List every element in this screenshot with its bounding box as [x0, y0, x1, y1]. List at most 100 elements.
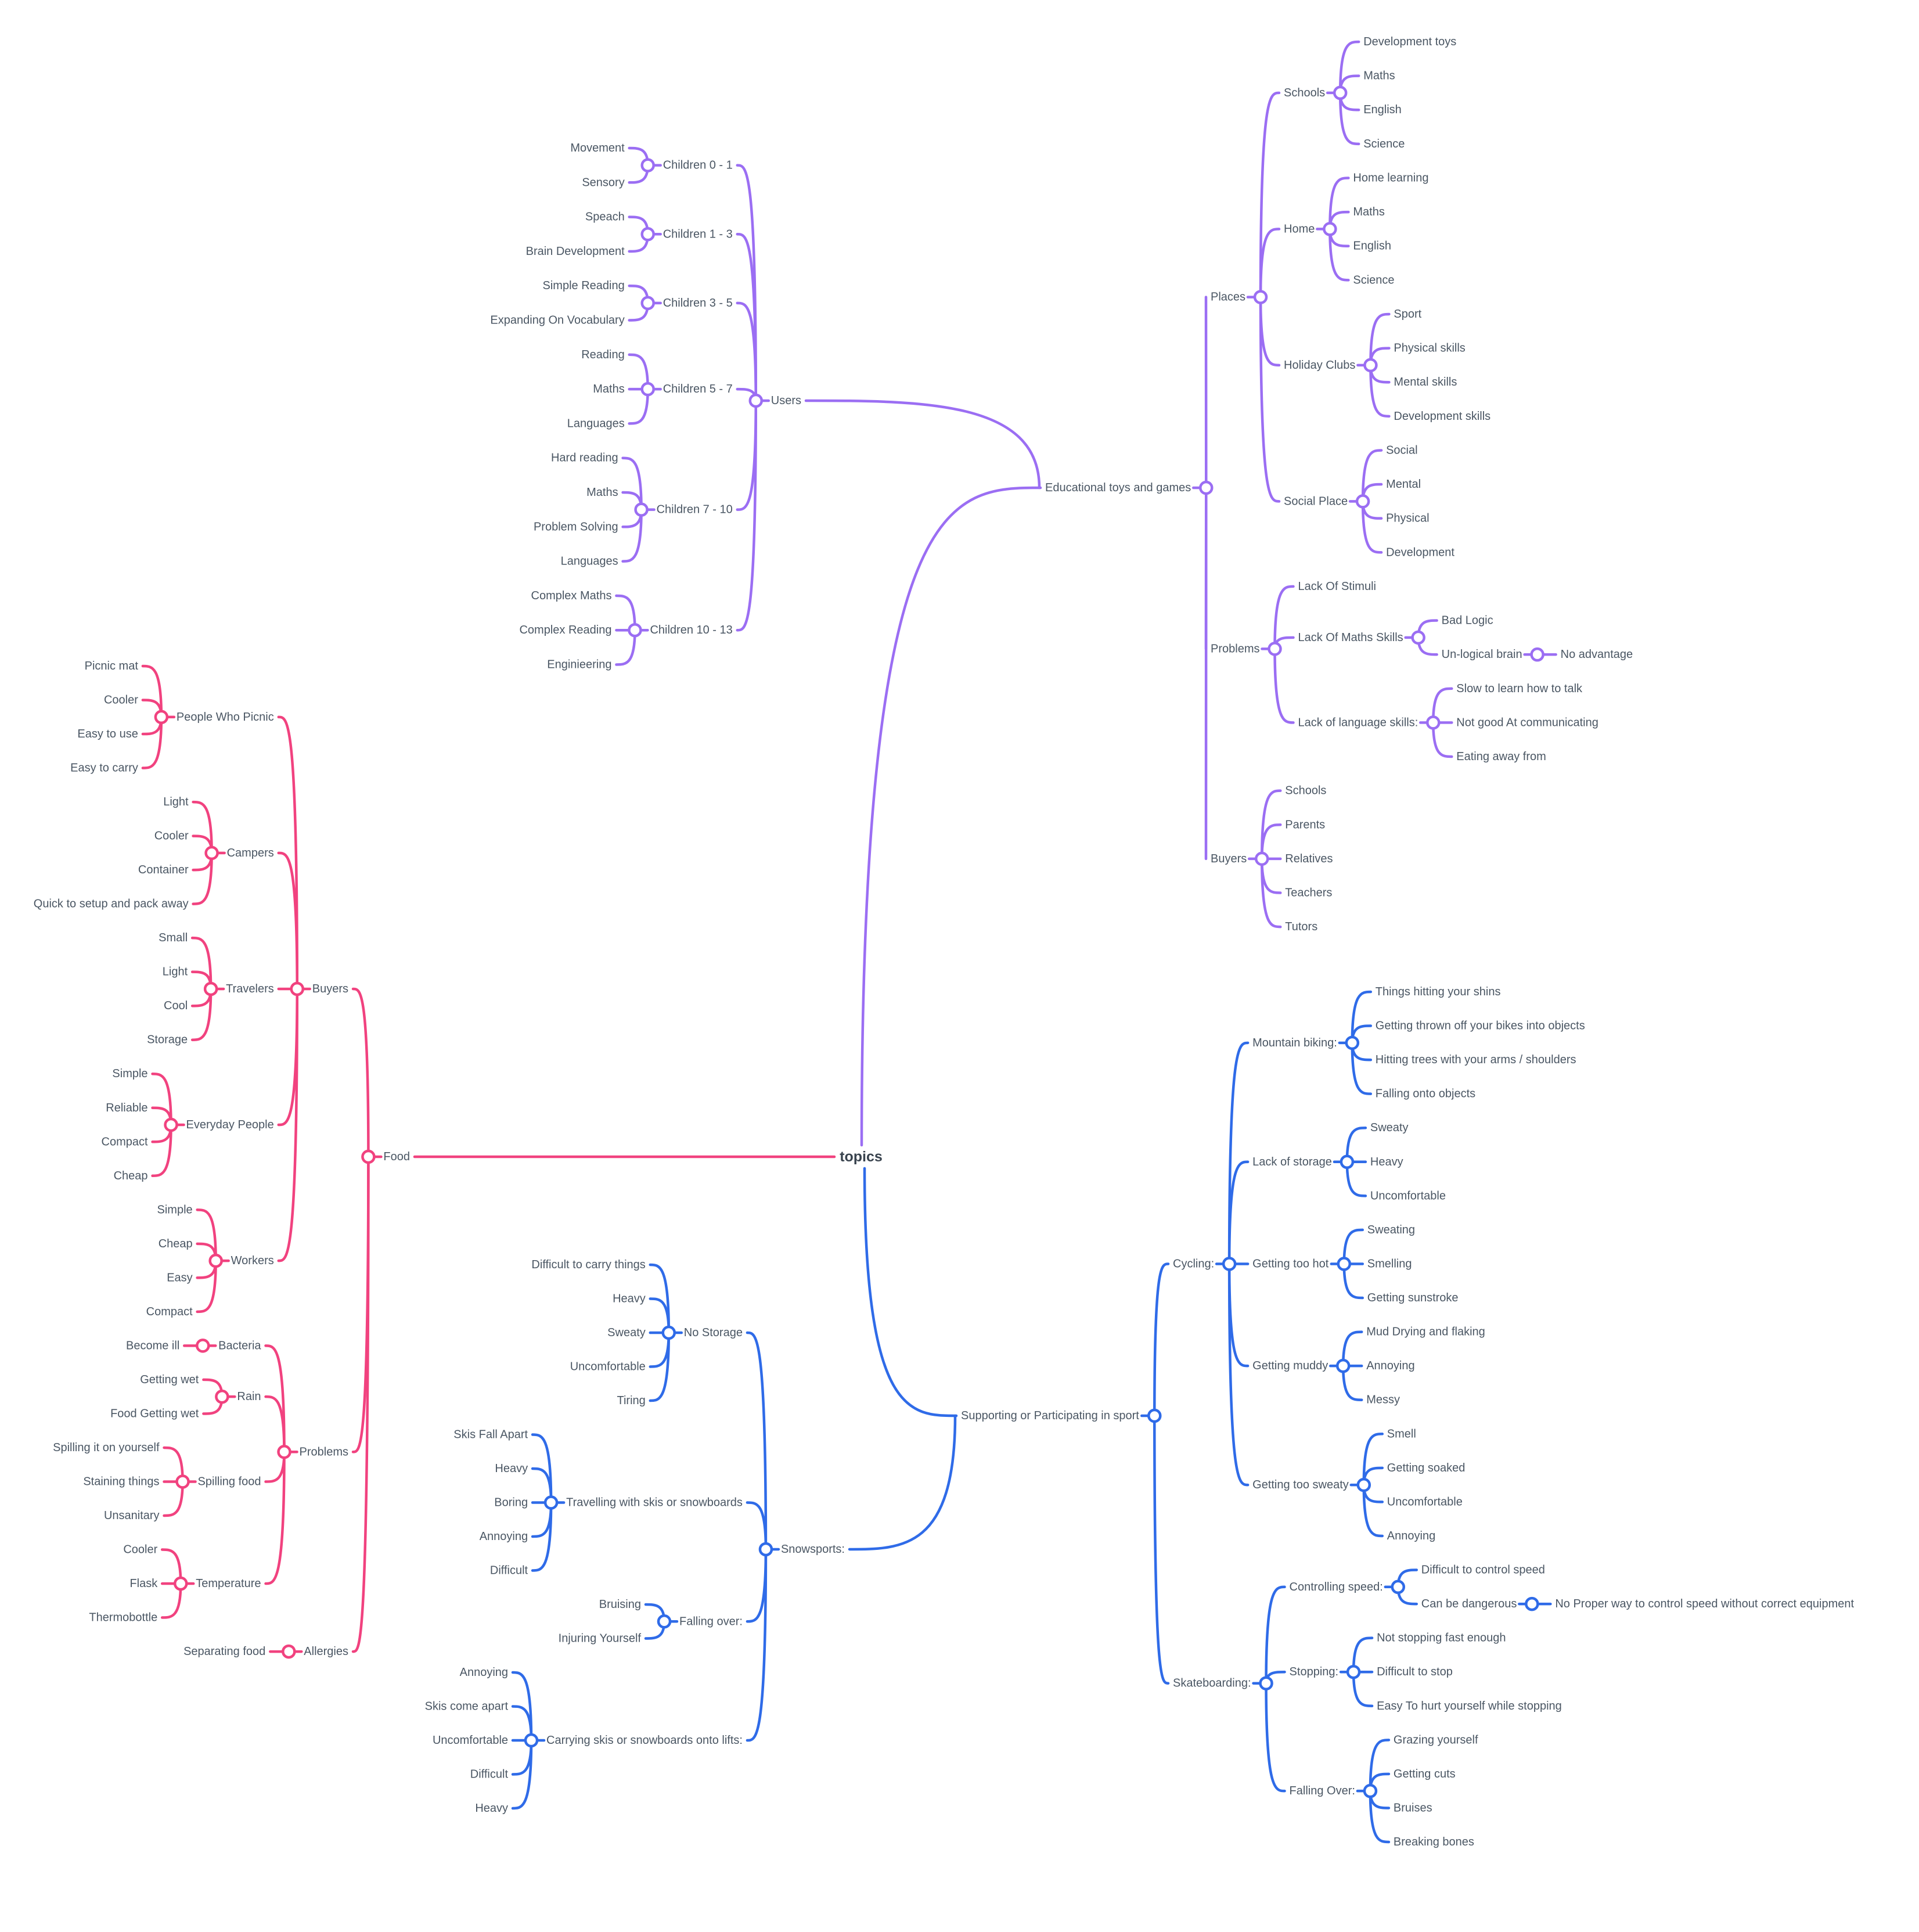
- junction-supporting-or-participating-in-sport[interactable]: [1147, 1408, 1162, 1423]
- node-uncomfortable-3[interactable]: Uncomfortable: [1370, 1189, 1446, 1202]
- node-falling-onto-objects[interactable]: Falling onto objects: [1376, 1088, 1475, 1100]
- node-children-1-3[interactable]: Children 1 - 3: [663, 228, 733, 240]
- junction-campers[interactable]: [204, 846, 219, 861]
- node-children-0-1[interactable]: Children 0 - 1: [663, 159, 733, 172]
- node-buyers-2[interactable]: Buyers: [312, 983, 348, 995]
- junction-lack-of-language-skills[interactable]: [1426, 715, 1441, 730]
- node-home[interactable]: Home: [1284, 222, 1315, 235]
- node-controlling-speed[interactable]: Controlling speed:: [1290, 1581, 1383, 1593]
- junction-cycling[interactable]: [1222, 1257, 1237, 1271]
- node-boring[interactable]: Boring: [494, 1496, 528, 1509]
- junction-stopping[interactable]: [1346, 1664, 1361, 1679]
- node-skateboarding[interactable]: Skateboarding:: [1173, 1677, 1251, 1690]
- node-teachers[interactable]: Teachers: [1285, 887, 1332, 900]
- node-mud-drying-and-flaking[interactable]: Mud Drying and flaking: [1366, 1326, 1485, 1339]
- node-sweaty[interactable]: Sweaty: [607, 1326, 646, 1339]
- node-skis-fall-apart[interactable]: Skis Fall Apart: [453, 1429, 528, 1441]
- node-children-5-7[interactable]: Children 5 - 7: [663, 383, 733, 395]
- node-slow-to-learn-how-to-talk[interactable]: Slow to learn how to talk: [1456, 682, 1583, 695]
- junction-problems[interactable]: [1268, 642, 1282, 656]
- node-difficult-to-control-speed[interactable]: Difficult to control speed: [1421, 1564, 1545, 1577]
- node-movement[interactable]: Movement: [570, 142, 625, 154]
- junction-people-who-picnic[interactable]: [154, 710, 169, 725]
- node-lack-of-maths-skills[interactable]: Lack Of Maths Skills: [1298, 631, 1403, 644]
- node-storage[interactable]: Storage: [147, 1034, 188, 1046]
- node-getting-too-hot[interactable]: Getting too hot: [1252, 1257, 1329, 1270]
- node-cheap[interactable]: Cheap: [114, 1170, 148, 1182]
- node-cooler[interactable]: Cooler: [104, 694, 138, 707]
- node-difficult-2[interactable]: Difficult: [470, 1768, 509, 1781]
- node-food-getting-wet[interactable]: Food Getting wet: [110, 1407, 199, 1420]
- node-quick-to-setup-and-pack-away[interactable]: Quick to setup and pack away: [34, 898, 189, 911]
- node-sweating[interactable]: Sweating: [1367, 1224, 1415, 1236]
- junction-users[interactable]: [748, 393, 764, 408]
- node-maths[interactable]: Maths: [593, 383, 624, 395]
- node-bruising[interactable]: Bruising: [599, 1598, 641, 1611]
- node-places[interactable]: Places: [1211, 291, 1245, 304]
- node-not-good-at-communicating[interactable]: Not good At communicating: [1456, 716, 1598, 729]
- junction-buyers-2[interactable]: [290, 981, 304, 996]
- node-problems-2[interactable]: Problems: [300, 1445, 348, 1458]
- junction-educational-toys-and-games[interactable]: [1199, 480, 1214, 495]
- node-stopping[interactable]: Stopping:: [1290, 1665, 1339, 1678]
- node-getting-cuts[interactable]: Getting cuts: [1394, 1768, 1456, 1780]
- junction-mountain-biking[interactable]: [1345, 1035, 1360, 1050]
- node-things-hitting-your-shins[interactable]: Things hitting your shins: [1376, 985, 1501, 998]
- node-problems[interactable]: Problems: [1211, 642, 1259, 655]
- node-mountain-biking[interactable]: Mountain biking:: [1252, 1037, 1337, 1049]
- node-science[interactable]: Science: [1363, 138, 1405, 150]
- node-holiday-clubs[interactable]: Holiday Clubs: [1284, 359, 1355, 372]
- junction-rain[interactable]: [215, 1389, 229, 1404]
- junction-temperature[interactable]: [173, 1576, 188, 1591]
- node-getting-thrown-off-your-bikes-into-objects[interactable]: Getting thrown off your bikes into objec…: [1376, 1020, 1585, 1032]
- node-reliable[interactable]: Reliable: [106, 1102, 147, 1114]
- node-simple-2[interactable]: Simple: [157, 1203, 193, 1216]
- node-development-skills[interactable]: Development skills: [1394, 410, 1490, 423]
- node-sport[interactable]: Sport: [1394, 308, 1421, 321]
- junction-schools[interactable]: [1333, 85, 1348, 100]
- node-unsanitary[interactable]: Unsanitary: [104, 1509, 160, 1522]
- node-languages-2[interactable]: Languages: [561, 555, 618, 568]
- junction-lack-of-maths-skills[interactable]: [1411, 630, 1425, 645]
- node-spilling-it-on-yourself[interactable]: Spilling it on yourself: [53, 1441, 160, 1454]
- junction-bacteria[interactable]: [196, 1339, 210, 1353]
- node-hitting-trees-with-your-arms-shoulders[interactable]: Hitting trees with your arms / shoulders: [1376, 1053, 1576, 1066]
- junction-travelers[interactable]: [203, 981, 218, 996]
- node-lack-of-stimuli[interactable]: Lack Of Stimuli: [1298, 580, 1376, 593]
- node-maths-2[interactable]: Maths: [586, 486, 618, 499]
- node-relatives[interactable]: Relatives: [1285, 852, 1333, 865]
- node-schools-2[interactable]: Schools: [1285, 785, 1326, 797]
- node-getting-muddy[interactable]: Getting muddy: [1252, 1359, 1328, 1372]
- node-snowsports[interactable]: Snowsports:: [781, 1543, 845, 1556]
- node-science-2[interactable]: Science: [1353, 274, 1394, 286]
- node-children-10-13[interactable]: Children 10 - 13: [650, 624, 732, 636]
- node-hard-reading[interactable]: Hard reading: [551, 452, 618, 465]
- node-development-toys[interactable]: Development toys: [1363, 35, 1456, 48]
- node-rain[interactable]: Rain: [237, 1390, 261, 1403]
- node-heavy[interactable]: Heavy: [613, 1293, 646, 1305]
- node-separating-food[interactable]: Separating food: [183, 1645, 265, 1658]
- junction-children-7-10[interactable]: [634, 502, 649, 517]
- node-annoying-2[interactable]: Annoying: [460, 1666, 508, 1679]
- node-compact-2[interactable]: Compact: [146, 1305, 193, 1318]
- node-messy[interactable]: Messy: [1366, 1394, 1400, 1406]
- node-un-logical-brain[interactable]: Un-logical brain: [1442, 648, 1522, 661]
- node-compact[interactable]: Compact: [102, 1135, 148, 1148]
- node-annoying[interactable]: Annoying: [480, 1530, 528, 1543]
- junction-allergies[interactable]: [282, 1644, 296, 1659]
- node-tutors[interactable]: Tutors: [1285, 920, 1317, 933]
- node-breaking-bones[interactable]: Breaking bones: [1394, 1836, 1474, 1848]
- node-complex-reading[interactable]: Complex Reading: [519, 624, 611, 636]
- node-skis-come-apart[interactable]: Skis come apart: [425, 1700, 509, 1713]
- node-allergies[interactable]: Allergies: [304, 1645, 348, 1658]
- junction-snowsports[interactable]: [758, 1542, 773, 1557]
- node-no-advantage[interactable]: No advantage: [1561, 648, 1633, 661]
- node-cool[interactable]: Cool: [164, 999, 188, 1012]
- node-complex-maths[interactable]: Complex Maths: [531, 589, 612, 602]
- junction-holiday-clubs[interactable]: [1363, 358, 1378, 373]
- node-no-proper-way-to-control-speed-without-correct-equipment[interactable]: No Proper way to control speed without c…: [1555, 1598, 1854, 1610]
- node-getting-wet[interactable]: Getting wet: [140, 1373, 199, 1386]
- junction-travelling-with-skis-or-snowboards[interactable]: [543, 1495, 559, 1510]
- node-falling-over-2[interactable]: Falling Over:: [1290, 1785, 1355, 1797]
- junction-children-10-13[interactable]: [628, 623, 642, 638]
